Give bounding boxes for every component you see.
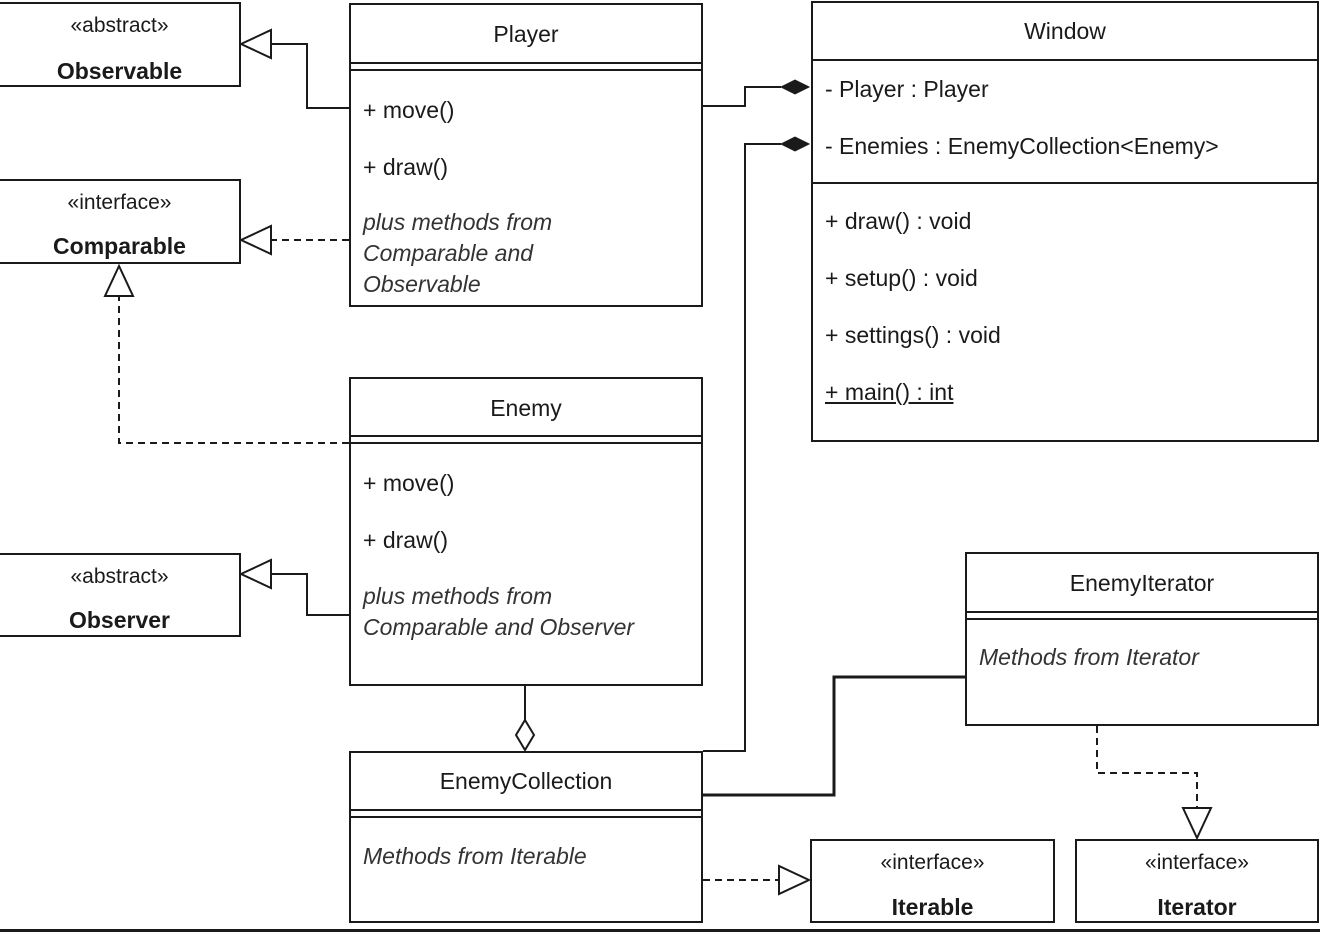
comparable-name: Comparable <box>53 233 186 259</box>
enemy-comparable-line <box>118 296 349 444</box>
iterator-class[interactable]: «interface» Iterator <box>1075 839 1319 923</box>
enemy-method-move: + move() <box>363 470 455 496</box>
enemy-note-line-2: Comparable and Observer <box>363 614 635 640</box>
enemycollection-note: Methods from Iterable <box>363 843 587 869</box>
composition-diamond-enemies <box>779 136 811 152</box>
enemy-method-draw: + draw() <box>363 527 448 553</box>
window-attr-enemies: - Enemies : EnemyCollection<Enemy> <box>825 133 1219 159</box>
window-method-draw: + draw() : void <box>825 208 972 234</box>
window-attr-separator <box>813 182 1317 184</box>
canvas-bottom-border <box>0 929 1320 932</box>
enemy-note-line-1: plus methods from <box>363 583 553 609</box>
window-enemycollection-line <box>703 143 781 752</box>
player-name: Player <box>493 21 559 47</box>
observable-triangle-head <box>238 28 272 60</box>
enemycollection-name: EnemyCollection <box>439 768 613 794</box>
observable-name: Observable <box>56 58 183 84</box>
comparable-triangle-head <box>238 224 272 256</box>
collection-iterator-line <box>703 675 965 797</box>
iterator-stereotype: «interface» <box>1145 851 1249 874</box>
window-method-settings: + settings() : void <box>825 322 1001 348</box>
enemycollection-separator <box>351 809 701 818</box>
iterable-class[interactable]: «interface» Iterable <box>810 839 1055 923</box>
window-name: Window <box>1024 18 1106 44</box>
observer-class[interactable]: «abstract» Observer <box>0 553 241 637</box>
window-header-separator <box>813 59 1317 61</box>
comparable-bottom-triangle-head <box>103 263 135 297</box>
player-observable-line <box>271 43 349 109</box>
player-separator <box>351 62 701 71</box>
window-player-line <box>703 86 781 107</box>
window-method-setup: + setup() : void <box>825 265 978 291</box>
player-note-line-1: plus methods from <box>363 209 553 235</box>
iterable-stereotype: «interface» <box>880 851 985 874</box>
player-note-line-2: Comparable and <box>363 240 534 266</box>
enemy-separator <box>351 435 701 444</box>
enemy-class[interactable]: Enemy + move() + draw() plus methods fro… <box>349 377 703 686</box>
observable-class[interactable]: «abstract» Observable <box>0 2 241 87</box>
window-class[interactable]: Window - Player : Player - Enemies : Ene… <box>811 1 1319 442</box>
iterator-name: Iterator <box>1157 894 1237 920</box>
window-method-main-static: + main() : int <box>825 379 954 405</box>
comparable-stereotype: «interface» <box>67 191 172 214</box>
enemyiterator-class[interactable]: EnemyIterator Methods from Iterator <box>965 552 1319 726</box>
comparable-class[interactable]: «interface» Comparable <box>0 179 241 264</box>
composition-diamond-player <box>779 79 811 95</box>
enemyiterator-separator <box>967 611 1317 620</box>
window-attr-player: - Player : Player <box>825 76 989 102</box>
enemyiterator-name: EnemyIterator <box>1069 570 1215 596</box>
player-method-move: + move() <box>363 97 455 123</box>
enemy-name: Enemy <box>490 395 562 421</box>
aggregation-diamond <box>514 718 536 752</box>
enemyiterator-note: Methods from Iterator <box>979 644 1199 670</box>
iterable-triangle-head <box>778 864 812 896</box>
observer-triangle-head <box>238 558 272 590</box>
enemyiterator-iterator-line <box>1096 726 1198 808</box>
player-note-line-3: Observable <box>363 271 481 297</box>
observable-stereotype: «abstract» <box>70 14 169 37</box>
observer-name: Observer <box>68 607 170 633</box>
iterable-name: Iterable <box>891 894 974 920</box>
observer-stereotype: «abstract» <box>70 565 169 588</box>
enemy-observer-line <box>271 573 349 616</box>
iterator-triangle-head <box>1181 807 1213 841</box>
player-method-draw: + draw() <box>363 154 448 180</box>
enemycollection-class[interactable]: EnemyCollection Methods from Iterable <box>349 751 703 923</box>
player-class[interactable]: Player + move() + draw() plus methods fr… <box>349 3 703 307</box>
